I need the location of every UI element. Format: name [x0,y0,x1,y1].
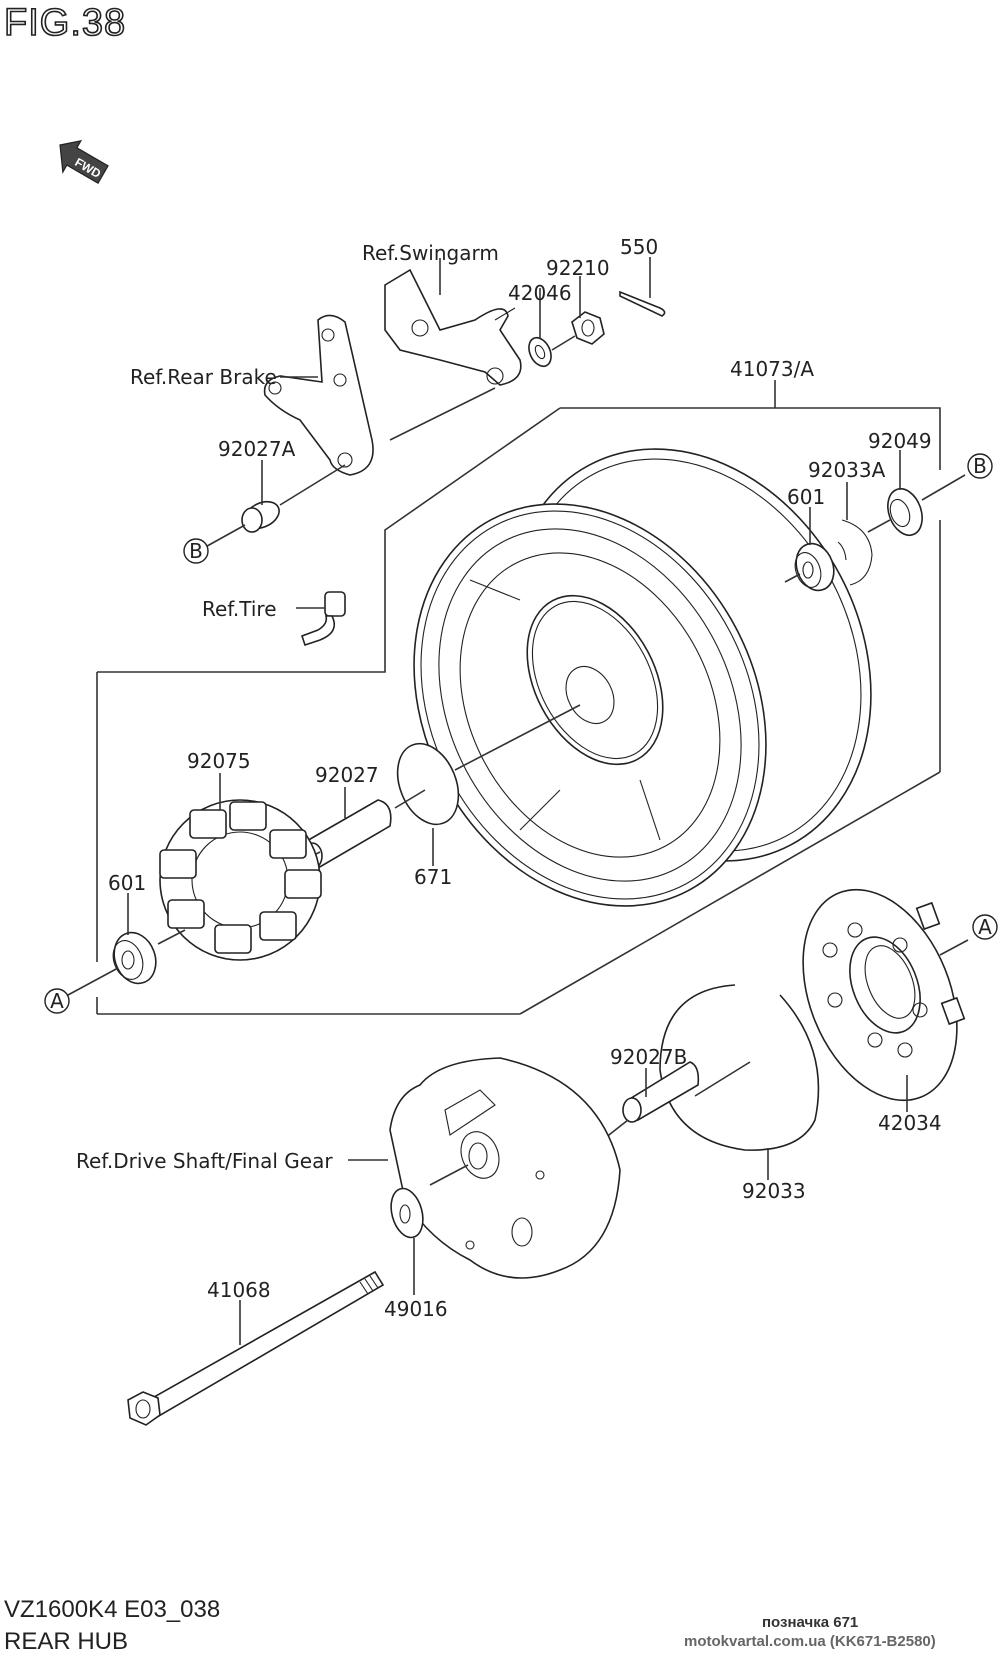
callout-ref-drive-shaft: Ref.Drive Shaft/Final Gear [76,1149,333,1173]
o-ring-671 [396,742,460,826]
callout-ref-tire: Ref.Tire [202,597,277,621]
washer-42046 [528,336,552,368]
callout-92049: 92049 [868,429,932,453]
hub-damper-92075 [159,799,322,961]
callout-92075: 92075 [187,749,251,773]
callout-92033: 92033 [742,1179,806,1203]
rear-brake-bracket [263,314,374,476]
watermark-caption: позначка 671 [762,1614,859,1631]
svg-text:B: B [973,454,987,478]
final-gear-coupling-42034 [802,888,966,1102]
circlip-92033 [659,984,820,1151]
callout-601-lower: 601 [108,871,146,895]
svg-text:A: A [50,989,64,1013]
callout-550: 550 [620,235,658,259]
oil-seal-92049 [887,487,923,537]
swingarm-bracket [384,268,522,386]
bearing-601-upper [794,542,835,592]
callout-601-upper: 601 [787,485,825,509]
wheel-assembly-group-outline [96,380,941,1015]
marker-b-right: B [967,453,993,479]
fwd-arrow-icon: FWD [59,140,109,184]
callout-41073a: 41073/A [730,357,814,381]
callout-ref-swingarm: Ref.Swingarm [362,241,499,265]
collar-92027b [622,1061,700,1123]
callout-92027a: 92027A [218,437,296,461]
callout-42046: 42046 [508,281,572,305]
callout-49016: 49016 [384,1297,448,1321]
cotter-pin-550 [619,290,666,317]
marker-a-left: A [44,988,70,1014]
rear-wheel-41073a [413,448,872,907]
marker-a-right: A [972,914,998,940]
callout-92027b: 92027B [610,1045,687,1069]
callout-ref-rear-brake: Ref.Rear Brake [130,365,277,389]
castle-nut-92210 [571,311,605,345]
callout-92027: 92027 [315,763,379,787]
bearing-601-lower [112,931,157,985]
leader-lines [127,257,908,1345]
callout-41068: 41068 [207,1278,271,1302]
figure-number: FIG.38 [3,1,127,45]
model-code: VZ1600K4 E03_038 [4,1596,221,1623]
svg-text:A: A [978,915,992,939]
circlip-92033a [837,519,873,586]
collar-92027a [241,500,280,533]
marker-b-left: B [183,538,209,564]
axle-bolt-41068 [127,1270,385,1426]
callout-92210: 92210 [546,256,610,280]
final-gear-case [389,1057,621,1279]
watermark-site: motokvartal.com.ua (KK671-B2580) [684,1633,936,1650]
section-title: REAR HUB [4,1628,129,1655]
tire-valve-stem [300,591,346,647]
washer-49016 [390,1187,424,1239]
callout-42034: 42034 [878,1111,942,1135]
callout-671: 671 [414,865,452,889]
svg-text:B: B [189,539,203,563]
callout-92033a: 92033A [808,458,886,482]
